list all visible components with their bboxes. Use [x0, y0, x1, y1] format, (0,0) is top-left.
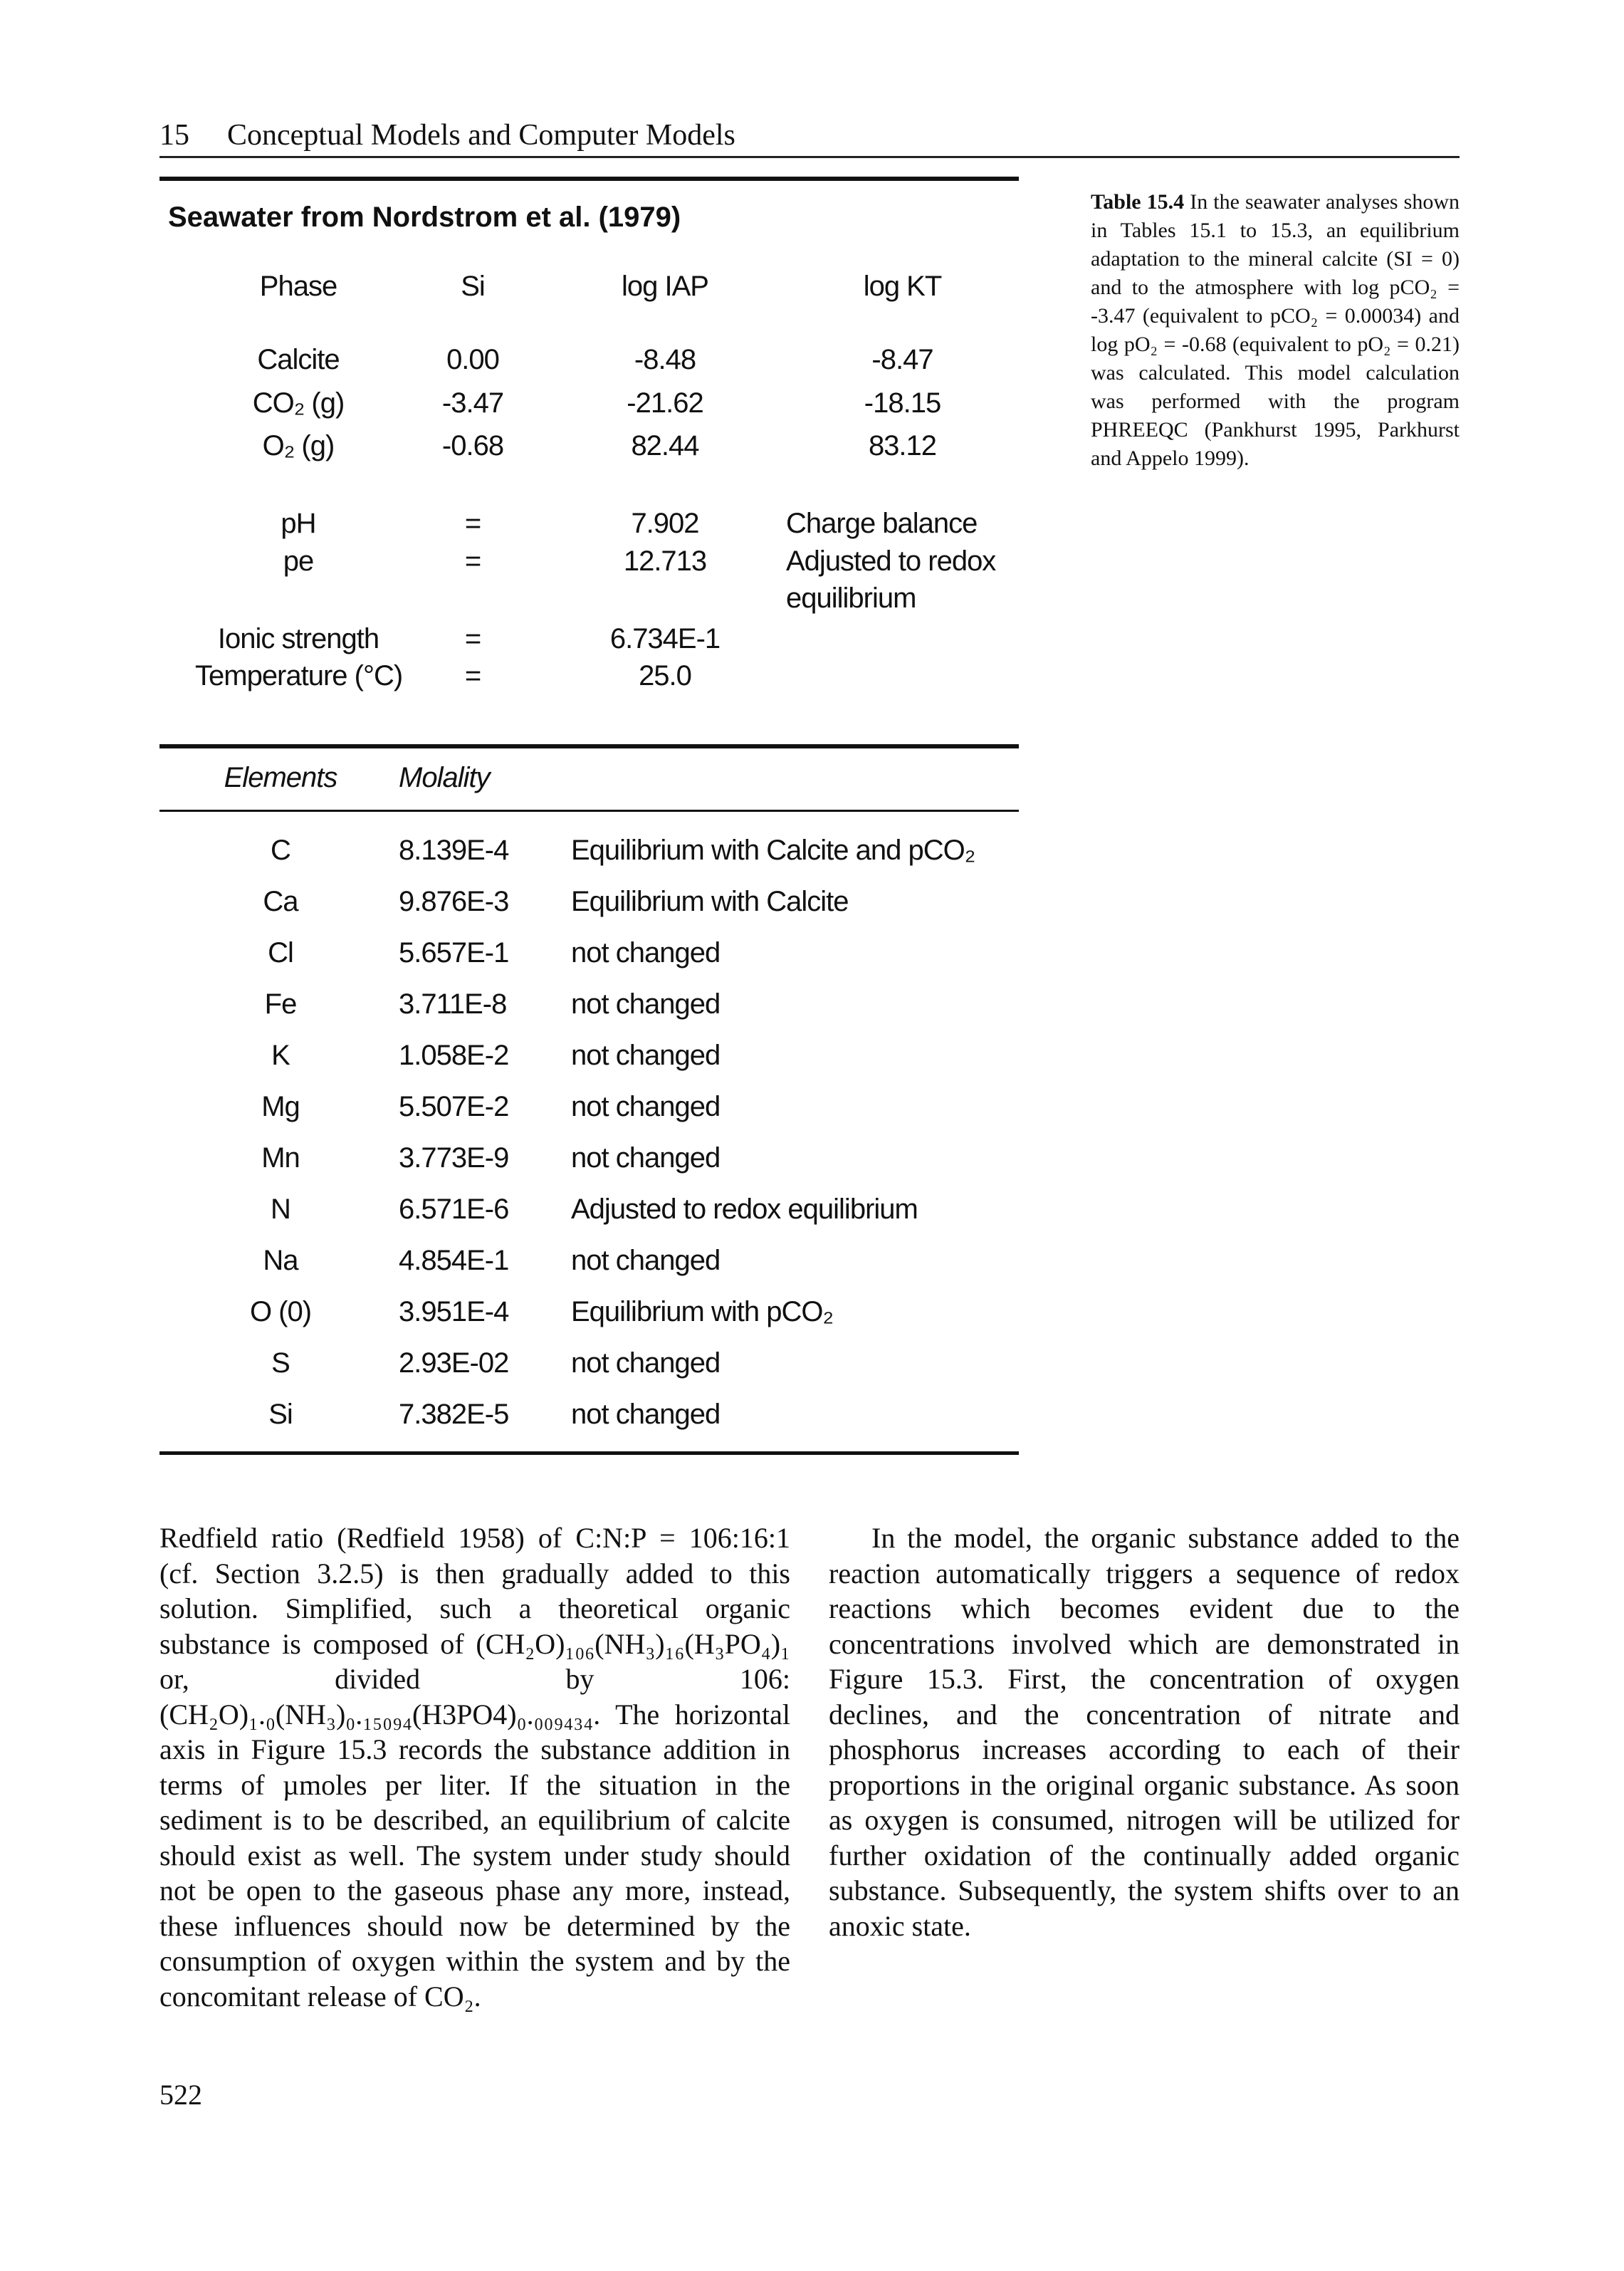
phase-si: 0.00: [446, 344, 500, 375]
element-symbol: Na: [263, 1245, 298, 1276]
col-header-log-iap: log IAP: [622, 271, 709, 302]
element-comment: Equilibrium with pCO₂: [571, 1296, 834, 1327]
running-header: 15 Conceptual Models and Computer Models: [159, 115, 1460, 158]
page-number-footer: 522: [159, 2079, 202, 2111]
element-comment: not changed: [571, 1245, 721, 1276]
prop-name: pe: [283, 545, 315, 577]
element-comment: Equilibrium with Calcite: [571, 886, 849, 917]
element-molality: 3.711E-8: [399, 988, 507, 1020]
prop-note: Adjusted to redox: [786, 545, 996, 577]
phase-log-kt: -18.15: [864, 387, 941, 419]
phase-log-iap: 82.44: [631, 430, 699, 461]
element-symbol: K: [271, 1040, 290, 1071]
phase-name: O₂ (g): [262, 430, 335, 461]
table-top-rule: [159, 177, 1019, 181]
table-caption: Table 15.4 In the seawater analyses show…: [1091, 188, 1460, 473]
element-symbol: Ca: [263, 886, 298, 917]
element-symbol: Si: [268, 1399, 293, 1430]
table-header-rule: [159, 810, 1019, 812]
phase-log-kt: -8.47: [871, 344, 933, 375]
element-molality: 7.382E-5: [399, 1399, 509, 1430]
caption-label: Table 15.4: [1091, 190, 1185, 214]
element-symbol: S: [271, 1347, 290, 1379]
prop-value: 25.0: [639, 660, 692, 691]
col-header-molality: Molality: [399, 762, 491, 793]
phase-name: Calcite: [257, 344, 340, 375]
col-header-elements: Elements: [224, 762, 338, 793]
element-symbol: O (0): [249, 1296, 312, 1327]
prop-equals: =: [464, 545, 481, 577]
prop-note-continued: equilibrium: [786, 583, 916, 614]
prop-name: pH: [281, 508, 316, 539]
element-comment: not changed: [571, 1142, 721, 1174]
phase-name: CO₂ (g): [252, 387, 345, 419]
phase-si: -3.47: [441, 387, 504, 419]
element-symbol: Mn: [261, 1142, 300, 1174]
element-molality: 6.571E-6: [399, 1194, 509, 1225]
phase-log-iap: -8.48: [634, 344, 696, 375]
element-symbol: Fe: [264, 988, 298, 1020]
prop-name: Temperature (°C): [195, 660, 403, 691]
col-header-log-kt: log KT: [863, 271, 943, 302]
element-molality: 4.854E-1: [399, 1245, 509, 1276]
element-symbol: N: [271, 1194, 291, 1225]
col-header-si: Si: [461, 271, 486, 302]
table-bottom-rule: [159, 1451, 1019, 1455]
col-header-phase: Phase: [259, 271, 337, 302]
table-mid-rule: [159, 744, 1019, 748]
element-molality: 1.058E-2: [399, 1040, 509, 1071]
prop-value: 6.734E-1: [609, 623, 721, 654]
element-molality: 3.773E-9: [399, 1142, 509, 1174]
prop-equals: =: [464, 508, 481, 539]
element-comment: not changed: [571, 1091, 721, 1122]
element-molality: 2.93E-02: [399, 1347, 509, 1379]
element-comment: not changed: [571, 1399, 721, 1430]
prop-value: 7.902: [631, 508, 699, 539]
element-comment: Adjusted to redox equilibrium: [571, 1194, 918, 1225]
table-title: Seawater from Nordstrom et al. (1979): [168, 202, 681, 233]
phase-si: -0.68: [441, 430, 504, 461]
prop-note: Charge balance: [786, 508, 978, 539]
element-comment: not changed: [571, 1347, 721, 1379]
element-comment: Equilibrium with Calcite and pCO₂: [571, 835, 975, 866]
element-comment: not changed: [571, 1040, 721, 1071]
element-molality: 3.951E-4: [399, 1296, 509, 1327]
header-chapter-title: Conceptual Models and Computer Models: [227, 119, 735, 152]
element-molality: 5.507E-2: [399, 1091, 509, 1122]
prop-equals: =: [464, 623, 481, 654]
prop-value: 12.713: [623, 545, 707, 577]
element-symbol: C: [271, 835, 291, 866]
element-molality: 8.139E-4: [399, 835, 509, 866]
prop-name: Ionic strength: [217, 623, 379, 654]
phase-log-kt: 83.12: [868, 430, 937, 461]
phase-log-iap: -21.62: [627, 387, 703, 419]
element-molality: 5.657E-1: [399, 937, 509, 969]
element-symbol: Mg: [261, 1091, 300, 1122]
body-text-left-column: Redfield ratio (Redfield 1958) of C:N:P …: [159, 1522, 790, 2012]
element-molality: 9.876E-3: [399, 886, 509, 917]
element-comment: not changed: [571, 988, 721, 1020]
element-symbol: Cl: [268, 937, 294, 969]
element-comment: not changed: [571, 937, 721, 969]
prop-equals: =: [464, 660, 481, 691]
header-page-number: 15: [159, 119, 189, 152]
body-text-right-column: In the model, the organic substance adde…: [829, 1522, 1460, 1942]
caption-text: In the seawater analyses shown in Tables…: [1091, 190, 1460, 470]
